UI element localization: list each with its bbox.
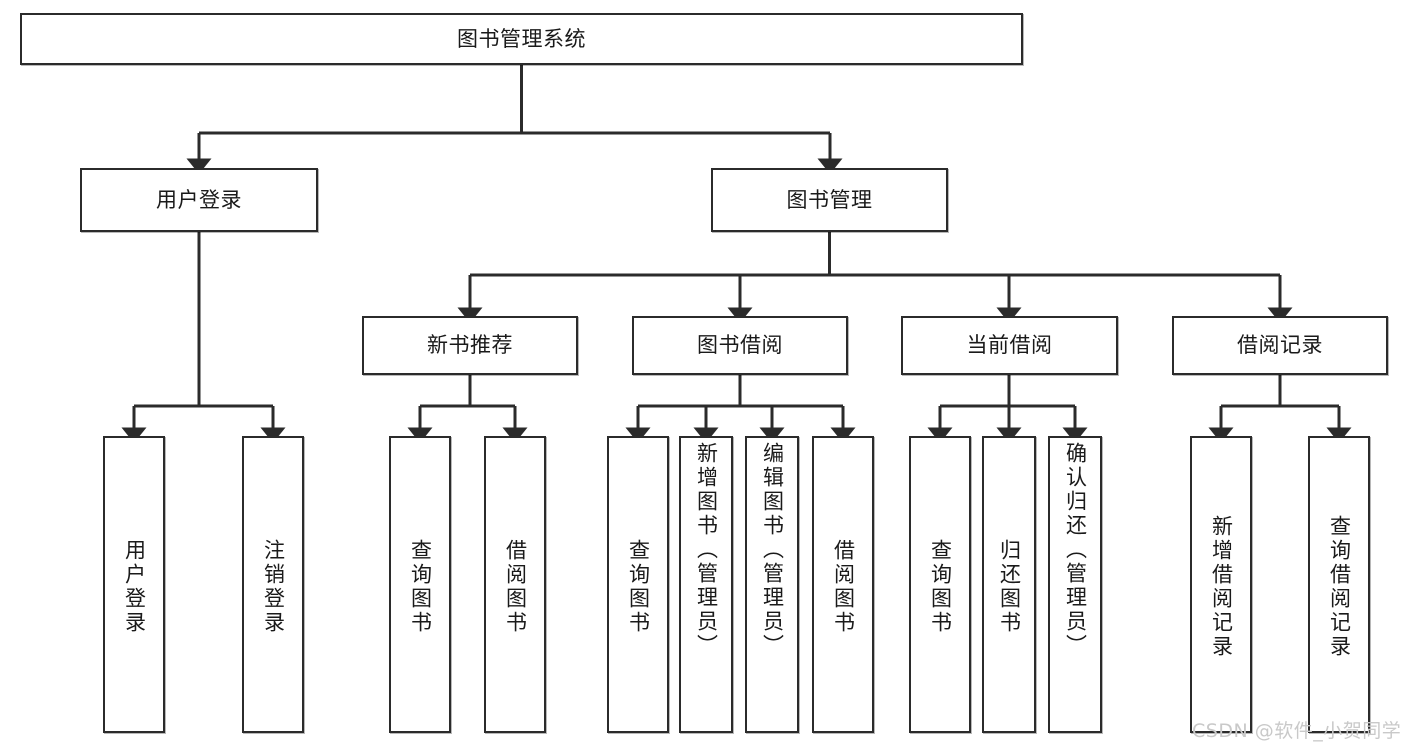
node-new-book-rec-label: 新书推荐 [427,333,513,358]
node-leaf-confirm-return-label: 确认归还（管理员） [1063,442,1088,658]
node-borrow-record-label: 借阅记录 [1237,333,1323,358]
node-leaf-add-book[interactable]: 新增图书（管理员） [679,436,733,733]
node-book-manage[interactable]: 图书管理 [711,168,948,232]
node-current-borrow[interactable]: 当前借阅 [901,316,1118,375]
node-leaf-user-login[interactable]: 用户登录 [103,436,165,733]
node-user-login[interactable]: 用户登录 [80,168,318,232]
node-leaf-query-book-3-label: 查询图书 [928,538,953,635]
node-leaf-borrow-book-1[interactable]: 借阅图书 [484,436,546,733]
node-leaf-return-book[interactable]: 归还图书 [982,436,1036,733]
node-root-label: 图书管理系统 [457,26,586,51]
node-leaf-query-record-label: 查询借阅记录 [1327,514,1352,659]
node-leaf-user-login-label: 用户登录 [122,538,147,635]
node-book-borrow[interactable]: 图书借阅 [632,316,848,375]
node-current-borrow-label: 当前借阅 [966,333,1053,358]
node-leaf-add-record[interactable]: 新增借阅记录 [1190,436,1252,733]
node-leaf-return-book-label: 归还图书 [997,538,1022,635]
node-user-login-label: 用户登录 [156,187,242,212]
node-root[interactable]: 图书管理系统 [20,13,1023,65]
node-leaf-add-record-label: 新增借阅记录 [1209,514,1234,659]
node-book-borrow-label: 图书借阅 [697,333,783,358]
node-leaf-query-book-2[interactable]: 查询图书 [607,436,669,733]
node-leaf-add-book-label: 新增图书（管理员） [694,442,719,658]
node-leaf-query-book-2-label: 查询图书 [626,538,651,635]
node-leaf-query-book-1-label: 查询图书 [408,538,433,635]
node-leaf-query-book-3[interactable]: 查询图书 [909,436,971,733]
node-leaf-borrow-book-1-label: 借阅图书 [503,538,528,635]
node-leaf-query-record[interactable]: 查询借阅记录 [1308,436,1370,733]
node-leaf-query-book-1[interactable]: 查询图书 [389,436,451,733]
node-leaf-confirm-return[interactable]: 确认归还（管理员） [1048,436,1102,733]
node-leaf-edit-book-label: 编辑图书（管理员） [760,442,785,658]
node-leaf-edit-book[interactable]: 编辑图书（管理员） [745,436,799,733]
watermark: CSDN @软件_小贺同学 [1192,720,1402,742]
node-leaf-logout[interactable]: 注销登录 [242,436,304,733]
node-book-manage-label: 图书管理 [786,187,873,212]
node-new-book-rec[interactable]: 新书推荐 [362,316,578,375]
node-leaf-borrow-book-2[interactable]: 借阅图书 [812,436,874,733]
node-leaf-logout-label: 注销登录 [261,538,286,635]
node-borrow-record[interactable]: 借阅记录 [1172,316,1388,375]
node-leaf-borrow-book-2-label: 借阅图书 [831,538,856,635]
